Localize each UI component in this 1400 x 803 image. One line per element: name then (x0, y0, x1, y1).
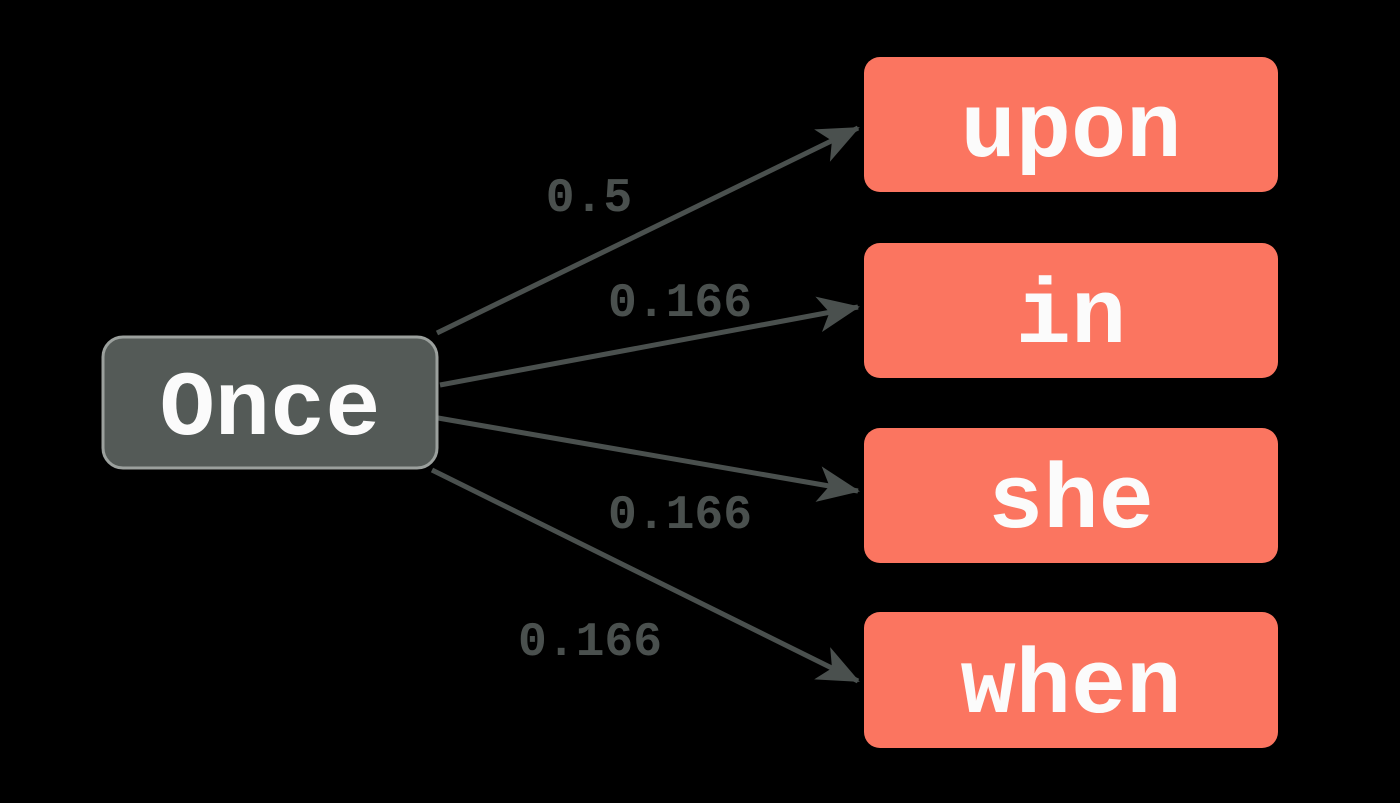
edge-once-when: 0.166 (430, 467, 860, 684)
node-when-label: when (961, 635, 1182, 740)
edge-once-in-line (439, 296, 860, 388)
edge-once-in: 0.166 (439, 277, 860, 388)
node-upon-label: upon (961, 79, 1182, 184)
node-once-box (101, 335, 439, 470)
edge-once-in-probability: 0.166 (608, 277, 752, 331)
node-she-box (864, 428, 1278, 563)
edge-once-upon-probability: 0.5 (546, 172, 632, 226)
edge-once-upon: 0.5 (435, 125, 860, 336)
node-once: Once (101, 335, 439, 470)
edge-once-when-probability: 0.166 (518, 616, 662, 670)
node-upon-box (864, 57, 1278, 192)
node-when-box (864, 612, 1278, 748)
edge-once-she-line (437, 415, 860, 502)
node-she: she (864, 428, 1278, 563)
node-in-box (864, 243, 1278, 378)
node-in: in (864, 243, 1278, 378)
edge-once-upon-line (435, 125, 860, 336)
edge-once-she: 0.166 (437, 415, 860, 543)
node-once-label: Once (160, 357, 381, 462)
edge-once-she-probability: 0.166 (608, 489, 752, 543)
edge-once-when-line (430, 467, 860, 684)
node-she-label: she (988, 450, 1154, 555)
node-when: when (864, 612, 1278, 748)
node-in-label: in (1016, 265, 1126, 370)
node-upon: upon (864, 57, 1278, 192)
